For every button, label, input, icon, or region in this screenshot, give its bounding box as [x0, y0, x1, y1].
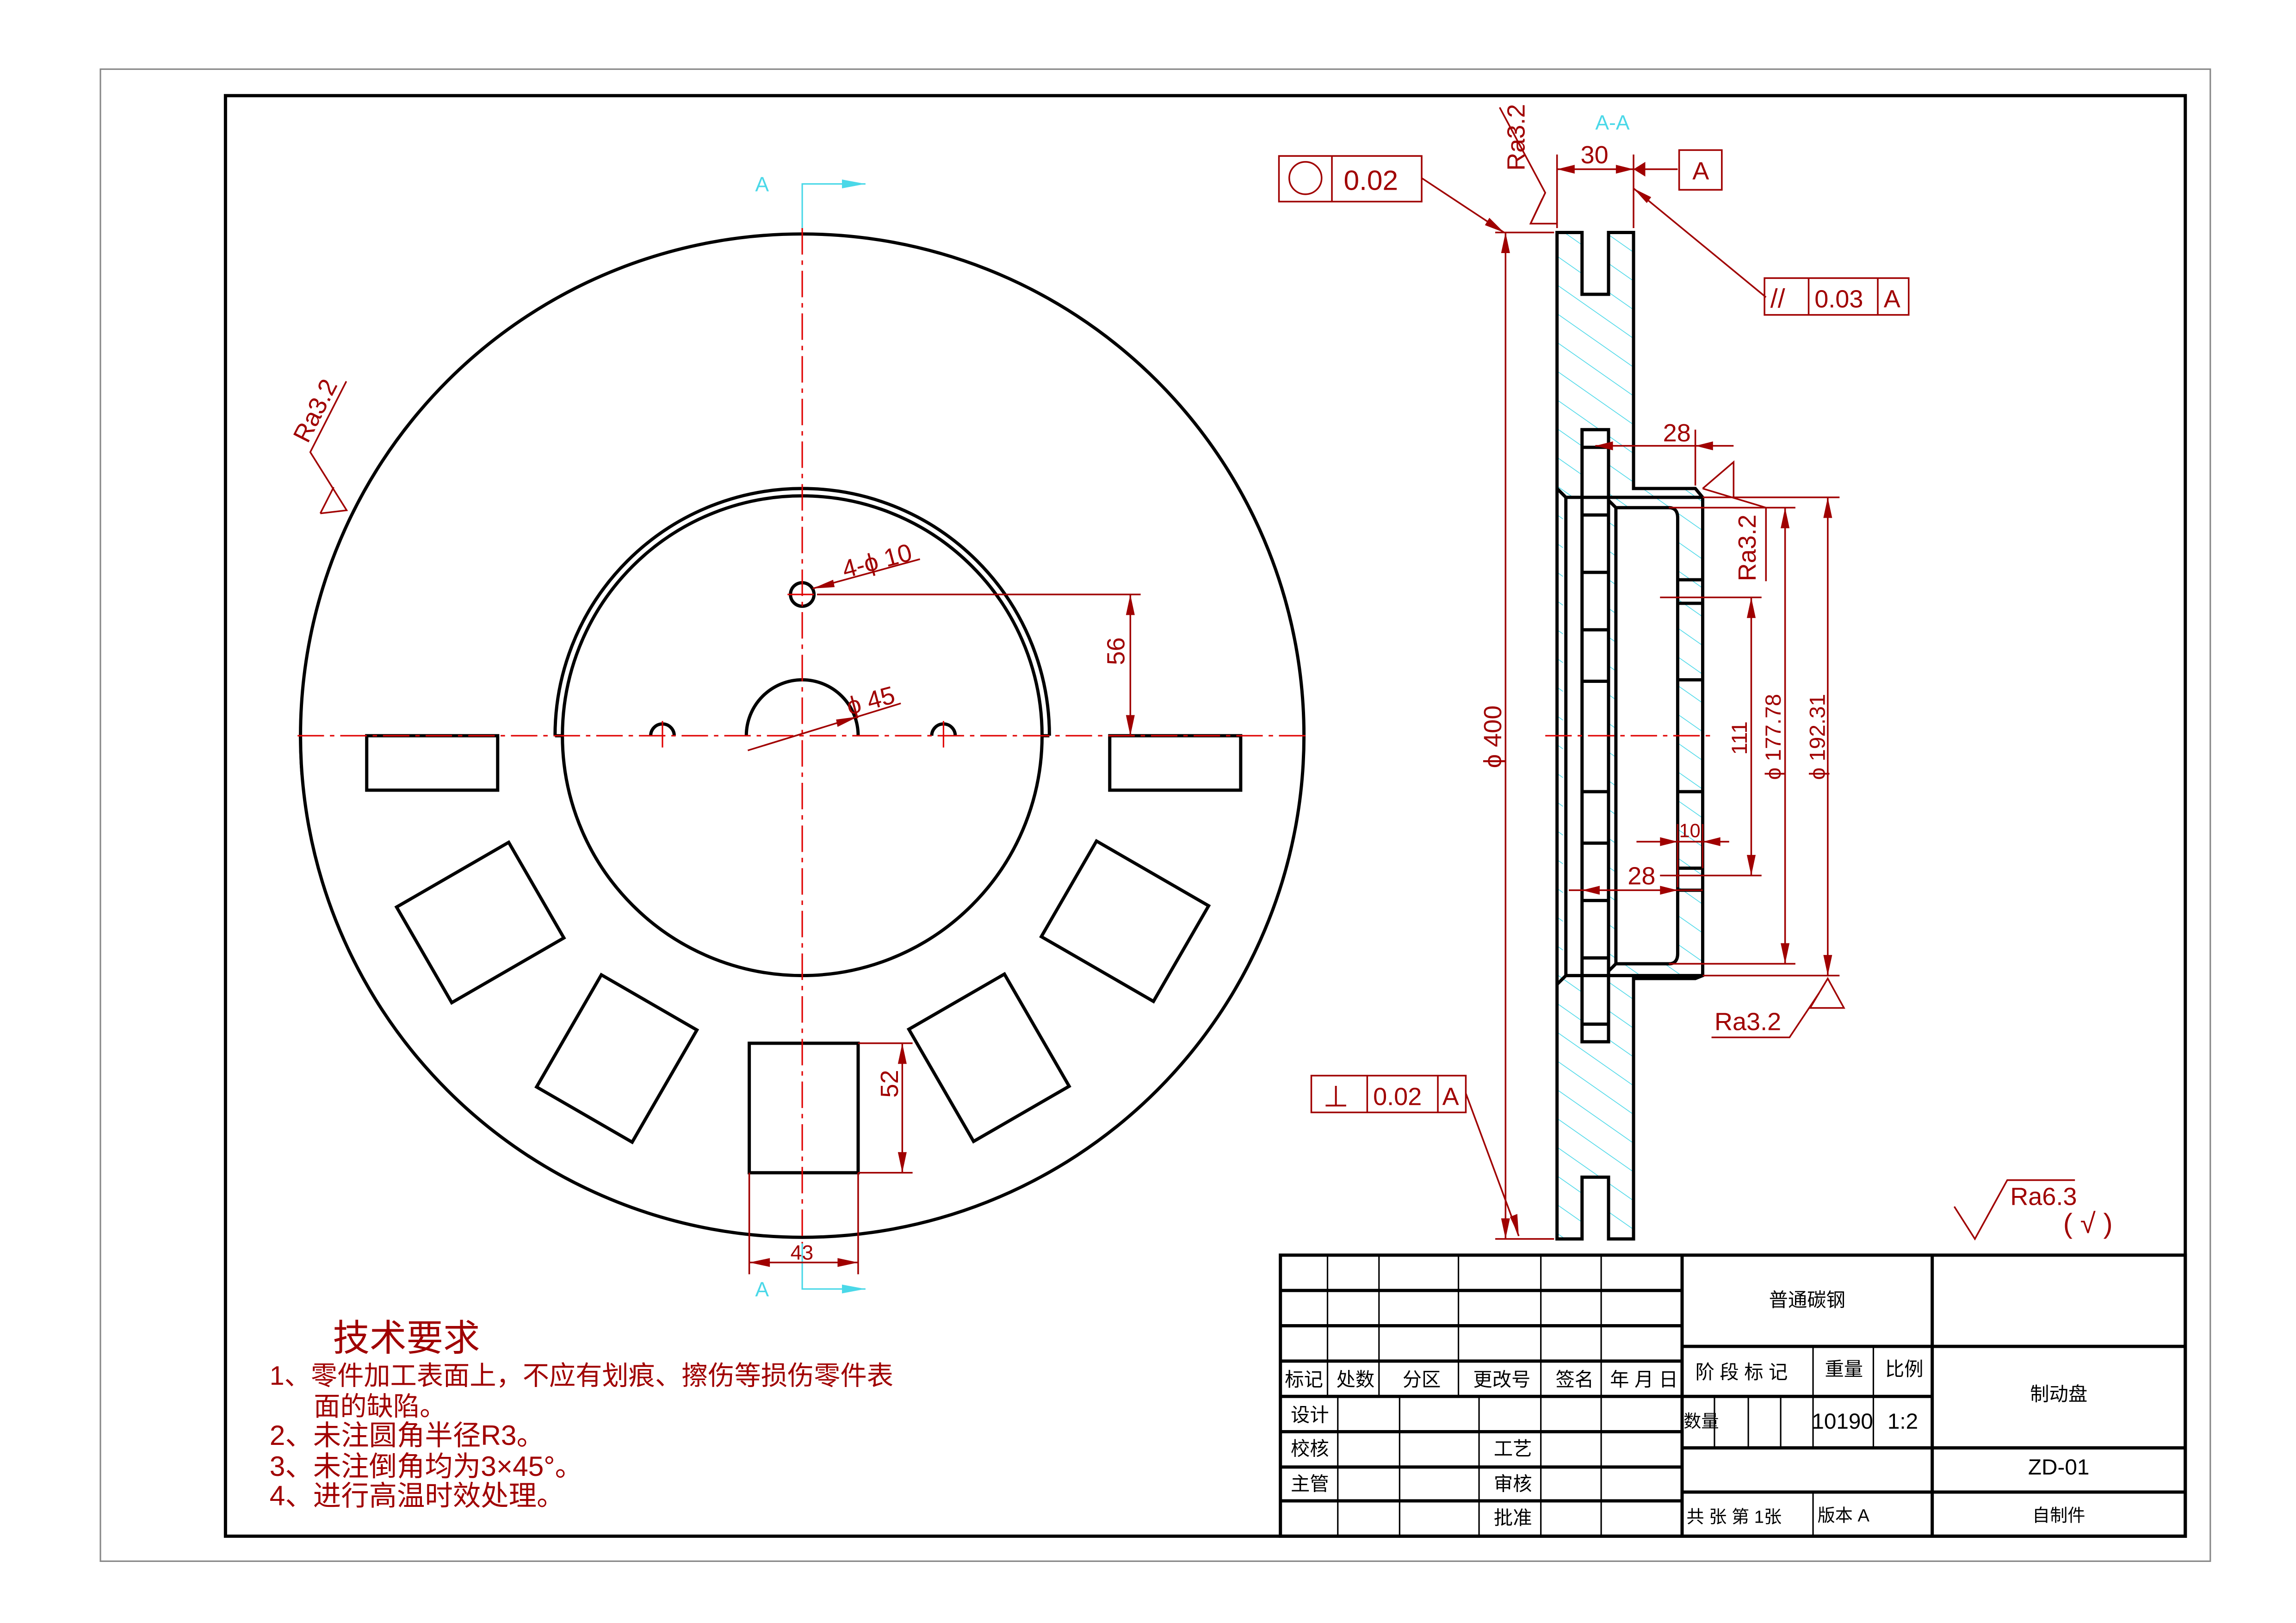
- roughness-symbol: Ra3.2: [1733, 514, 1761, 581]
- svg-text:Ra6.3: Ra6.3: [2010, 1183, 2077, 1211]
- svg-text:0.02: 0.02: [1343, 164, 1398, 196]
- datum-box: [1678, 149, 1723, 191]
- parallelism-icon: //: [1770, 284, 1785, 314]
- dim-28-top: 28: [1663, 419, 1691, 447]
- svg-text:0.02: 0.02: [1373, 1083, 1422, 1110]
- parallelism-tolerance-frame: [1764, 277, 1910, 316]
- title-block: 标记 处数 分区 更改号 签名 年 月 日 设计 校核 主管 工艺 审核 批准 …: [1279, 1253, 2187, 1538]
- svg-text:比例: 比例: [1885, 1359, 1924, 1380]
- roughness-symbol: Ra3.2: [288, 375, 348, 514]
- roughness-symbol: Ra3.2: [1503, 104, 1530, 171]
- roughness-symbol: Ra3.2: [1714, 1008, 1781, 1035]
- requirement-item: 4、进行高温时效处理。: [270, 1480, 565, 1511]
- svg-text:( √ ): ( √ ): [2063, 1208, 2113, 1239]
- general-roughness-symbol: Ra6.3 ( √ ): [1953, 1179, 2113, 1241]
- part-source: 自制件: [2032, 1506, 2085, 1526]
- perpendicularity-icon: ⊥: [1323, 1080, 1349, 1113]
- hole-callout: 4-ϕ 10: [839, 539, 915, 584]
- dim-28-bottom: 28: [1628, 862, 1655, 890]
- dim-diameter-177: ϕ 177.78: [1761, 694, 1786, 780]
- version: 版本 A: [1818, 1506, 1870, 1526]
- drawing-frame: [223, 94, 2187, 1538]
- weight-value: 10190: [1812, 1409, 1873, 1434]
- requirement-item: 3、未注倒角均为3×45°。: [270, 1450, 583, 1482]
- svg-text:A: A: [1442, 1083, 1459, 1110]
- dim-30: 30: [1581, 141, 1609, 169]
- sheet-border: [99, 68, 2211, 1562]
- section-title: A-A: [1595, 112, 1630, 134]
- svg-text:阶 段 标 记: 阶 段 标 记: [1696, 1362, 1788, 1383]
- header-cell: 签名: [1555, 1369, 1594, 1390]
- vent-slot: [1039, 839, 1211, 1004]
- header-cell: 标记: [1285, 1369, 1323, 1390]
- dim-10: 10: [1679, 820, 1701, 842]
- requirement-item: 2、未注圆角半径R3。: [270, 1419, 545, 1451]
- section-label: A: [755, 173, 769, 196]
- header-cell: 更改号: [1473, 1369, 1530, 1390]
- svg-text:A: A: [1884, 285, 1900, 313]
- role-cell: 主管: [1291, 1474, 1329, 1495]
- role-cell: 校核: [1291, 1438, 1329, 1459]
- bore-callout: ϕ 45: [843, 681, 897, 720]
- dim-56: 56: [1102, 637, 1130, 665]
- svg-text:数量: 数量: [1683, 1412, 1719, 1431]
- role-cell: 工艺: [1494, 1438, 1532, 1459]
- dim-52: 52: [876, 1070, 904, 1097]
- dim-111: 111: [1727, 721, 1752, 755]
- vent-slot: [394, 840, 566, 1005]
- circularity-icon: [1288, 161, 1323, 195]
- role-cell: 审核: [1494, 1474, 1532, 1495]
- tech-requirements-title: 技术要求: [333, 1318, 480, 1359]
- header-cell: 分区: [1403, 1369, 1441, 1390]
- part-name: 制动盘: [2030, 1384, 2087, 1405]
- sheet-count: 共 张 第 1张: [1687, 1507, 1782, 1527]
- section-arrow-top: [801, 183, 866, 228]
- svg-text:0.03: 0.03: [1814, 285, 1863, 313]
- dim-diameter-400: ϕ 400: [1479, 706, 1507, 768]
- svg-text:重量: 重量: [1825, 1359, 1863, 1380]
- dim-diameter-192: ϕ 192.31: [1805, 694, 1830, 780]
- header-cell: 处数: [1337, 1369, 1375, 1390]
- requirement-item: 面的缺陷。: [314, 1392, 446, 1422]
- requirement-item: 1、零件加工表面上，不应有划痕、擦伤等损伤零件表: [270, 1361, 893, 1391]
- role-cell: 批准: [1494, 1507, 1532, 1529]
- header-cell: 年 月 日: [1610, 1369, 1678, 1390]
- role-cell: 设计: [1291, 1404, 1329, 1425]
- technical-requirements: 技术要求 1、零件加工表面上，不应有划痕、擦伤等损伤零件表 面的缺陷。 2、未注…: [270, 1318, 893, 1511]
- front-view: A A Ra3.2 4-ϕ 10 ϕ 45 56 52 43: [288, 173, 1310, 1301]
- svg-text:A: A: [1692, 157, 1709, 185]
- vent-slot: [748, 1041, 860, 1175]
- section-view: A-A 30 A: [1278, 104, 1910, 1241]
- drawing-number: ZD-01: [2028, 1455, 2090, 1480]
- dim-43: 43: [791, 1241, 814, 1264]
- vent-slot: [534, 973, 699, 1145]
- section-label: A: [755, 1278, 769, 1301]
- svg-text:Ra3.2: Ra3.2: [288, 375, 343, 447]
- material: 普通碳钢: [1769, 1289, 1845, 1311]
- vent-slot: [906, 972, 1071, 1144]
- scale-value: 1:2: [1888, 1409, 1918, 1434]
